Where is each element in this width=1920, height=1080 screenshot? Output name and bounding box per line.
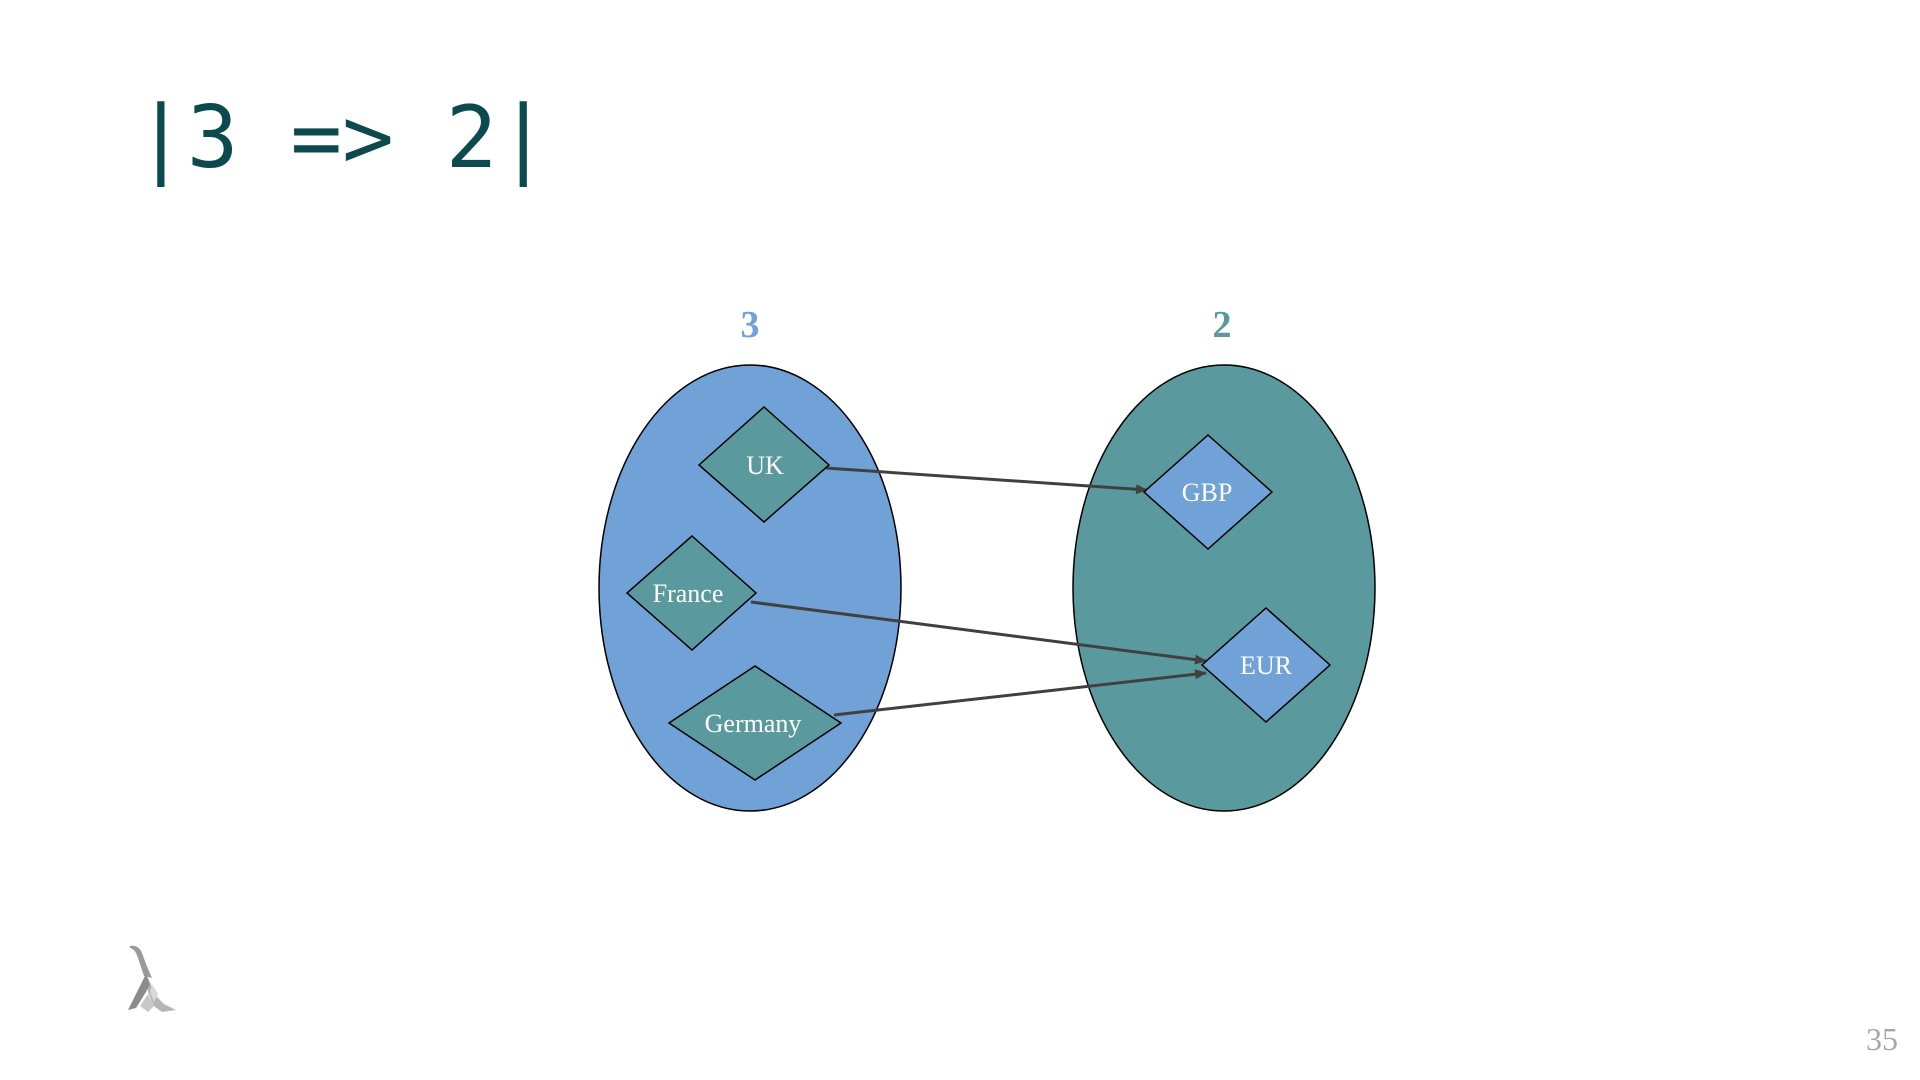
node-eur-diamond — [1200, 606, 1332, 724]
node-france-label: France — [653, 579, 724, 608]
edge-germany-eur — [833, 669, 1207, 717]
set-label-domain: 3 — [741, 304, 760, 346]
node-gbp-label: GBP — [1182, 478, 1233, 507]
node-germany-label: Germany — [705, 709, 802, 738]
node-france-diamond — [625, 534, 758, 652]
set-codomain-ellipse — [1072, 364, 1376, 812]
page-number: 35 — [1866, 1021, 1898, 1057]
edge-france-eur — [750, 600, 1207, 665]
lambda-logo-icon — [128, 945, 176, 1012]
set-label-codomain: 2 — [1213, 304, 1232, 346]
node-germany-diamond — [667, 665, 843, 781]
node-gbp-diamond — [1142, 433, 1274, 551]
node-eur-label: EUR — [1240, 651, 1293, 680]
node-uk-diamond — [697, 405, 831, 523]
node-uk-label: UK — [746, 451, 784, 480]
edge-uk-gbp — [825, 466, 1148, 495]
slide-title: |3 => 2| — [135, 88, 550, 188]
